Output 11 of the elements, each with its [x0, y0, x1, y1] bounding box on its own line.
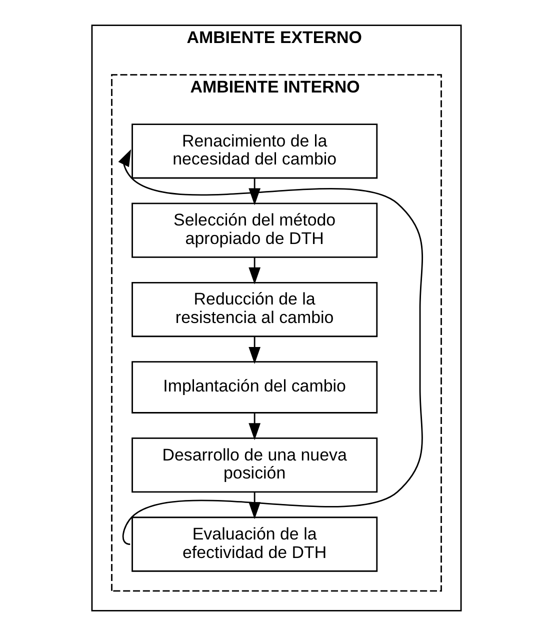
node-box: Reducción de la resistencia al cambio [131, 282, 378, 338]
arrow [248, 412, 260, 440]
node-box: Selección del método apropiado de DTH [131, 202, 378, 258]
arrow [248, 258, 260, 284]
node-box: Evaluación de la efectividad de DTH [131, 516, 378, 572]
node-box: Renacimiento de la necesidad del cambio [131, 124, 378, 179]
arrow [248, 178, 260, 206]
node-box: Implantación del cambio [131, 361, 378, 414]
node-box: Desarrollo de una nueva posición [131, 437, 378, 493]
arrow [248, 336, 260, 364]
arrow [248, 492, 260, 520]
